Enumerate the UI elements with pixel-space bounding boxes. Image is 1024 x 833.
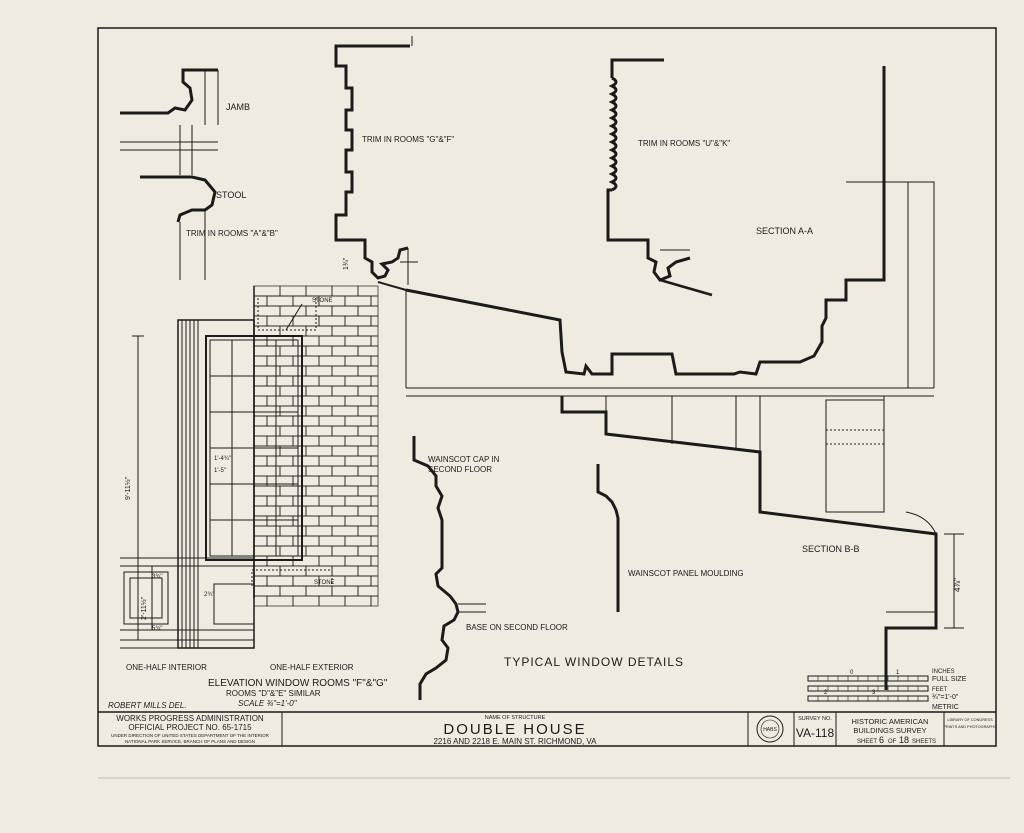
elevation-subtitle: ROOMS "D"&"E" SIMILAR — [226, 689, 321, 698]
one-half-interior-label: ONE-HALF INTERIOR — [126, 663, 207, 672]
wainscot-cap-label-2: SECOND FLOOR — [428, 465, 492, 474]
section-bb-label: SECTION B-B — [802, 544, 860, 554]
section-aa — [377, 66, 935, 397]
scale-metric-label: METRIC — [932, 704, 959, 711]
wainscot-panel-label: WAINSCOT PANEL MOULDING — [628, 569, 744, 578]
elevation-exterior — [251, 286, 333, 598]
wainscot-cap-label: WAINSCOT CAP IN — [428, 455, 500, 464]
print-note: PRINTS AND PHOTOGRAPHS — [943, 725, 997, 729]
sheet-border — [97, 27, 997, 747]
trim-gf-label: TRIM IN ROOMS "G"&"F" — [362, 135, 454, 144]
wainscot-profiles — [412, 436, 620, 700]
scale-full-size-label: FULL SIZE — [932, 676, 967, 683]
habs-line-1: HISTORIC AMERICAN — [852, 717, 929, 726]
dim-height-lower: 2'-11½" — [140, 596, 148, 620]
structure-address: 2216 AND 2218 E. MAIN ST. RICHMOND, VA — [433, 737, 597, 746]
name-of-structure-label: NAME OF STRUCTURE — [485, 715, 546, 721]
wpa-line-2: OFFICIAL PROJECT NO. 65-1715 — [128, 723, 252, 732]
graphic-scale — [807, 675, 929, 702]
jamb-stool-detail — [120, 68, 219, 280]
habs-line-2: BUILDINGS SURVEY — [853, 726, 926, 735]
section-bb — [560, 396, 964, 690]
scale-feet-ratio: ¾"=1'-0" — [932, 694, 959, 701]
scale-tick-1: 1 — [896, 670, 900, 676]
typical-window-title: TYPICAL WINDOW DETAILS — [504, 655, 684, 669]
scale-feet-label: FEET — [932, 687, 948, 693]
dim-small-1: 3¾" — [152, 574, 162, 580]
survey-no-label: SURVEY NO. — [798, 716, 832, 722]
scale-tick-3: 3 — [872, 690, 876, 696]
stool-label: STOOL — [216, 190, 246, 200]
sheet-number: 6 — [879, 735, 884, 745]
sheet-total: 18 — [899, 735, 909, 745]
dim-jamb: 1¾" — [343, 257, 350, 270]
dim-section-bb: 4⅞" — [953, 578, 962, 592]
dim-small-3: 5¾" — [152, 626, 162, 632]
scale-tick-2: 2 — [824, 690, 828, 696]
wpa-line-1: WORKS PROGRESS ADMINISTRATION — [116, 714, 264, 723]
trim-uk-label: TRIM IN ROOMS "U"&"K" — [638, 139, 730, 148]
one-half-exterior-label: ONE-HALF EXTERIOR — [270, 663, 354, 672]
wpa-line-3: UNDER DIRECTION OF UNITED STATES DEPARTM… — [111, 733, 270, 738]
survey-no: VA-118 — [796, 726, 835, 740]
stone-top-label: STONE — [312, 298, 333, 304]
section-aa-label: SECTION A-A — [756, 226, 813, 236]
jamb-label: JAMB — [226, 102, 250, 112]
dim-pane-1: 1'-4¾" — [214, 456, 231, 462]
wpa-line-4: NATIONAL PARK SERVICE, BRANCH OF PLANS A… — [125, 739, 255, 744]
stone-bottom-label: STONE — [314, 580, 335, 586]
habs-seal: HABS — [763, 727, 777, 733]
trim-gf-profile — [334, 36, 418, 285]
sheet-word: SHEET — [857, 739, 877, 745]
sheets-word: SHEETS — [912, 739, 936, 745]
trim-ab-label: TRIM IN ROOMS "A"&"B" — [186, 229, 278, 238]
base-second-label: BASE ON SECOND FLOOR — [466, 623, 568, 632]
title-block — [98, 711, 996, 746]
trim-uk-profile — [606, 58, 713, 297]
scale-tick-0: 0 — [850, 670, 854, 676]
of-word: OF — [888, 739, 897, 745]
elevation-scale: SCALE ¾"=1'-0" — [238, 699, 298, 708]
robert-mills-credit: ROBERT MILLS DEL. — [108, 701, 187, 710]
elevation-title: ELEVATION WINDOW ROOMS "F"&"G" — [208, 678, 388, 689]
structure-name: DOUBLE HOUSE — [443, 721, 586, 738]
brick — [370, 595, 379, 607]
dim-height-main: 9'-11½" — [124, 476, 132, 500]
dim-small-2: 2¾" — [204, 592, 214, 598]
scale-inches-label: INCHES — [932, 669, 955, 675]
dim-pane-2: 1'-5" — [214, 468, 226, 474]
library-note: LIBRARY OF CONGRESS — [947, 718, 993, 722]
